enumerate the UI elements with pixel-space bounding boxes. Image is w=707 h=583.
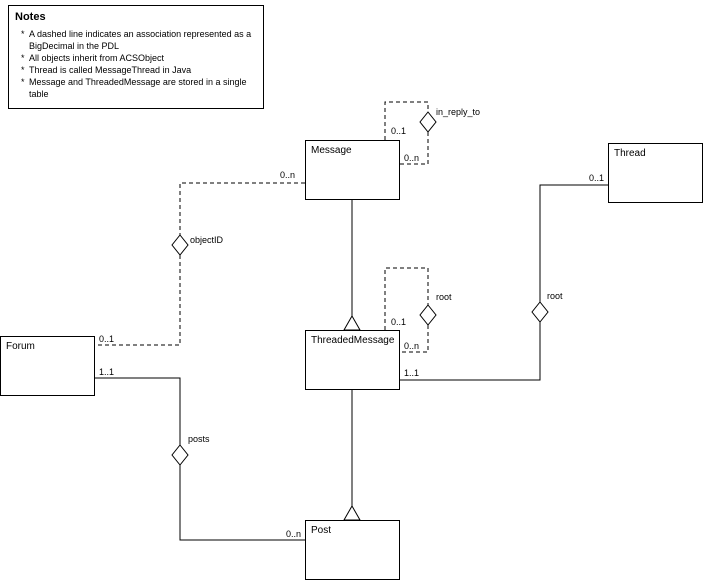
in-reply-to-line-upper <box>384 101 429 140</box>
multiplicity-object-id-message: 0..n <box>280 170 296 180</box>
posts-line-upper <box>95 377 181 445</box>
posts-aggregation-diamond <box>171 444 189 466</box>
note-item: * Thread is called MessageThread in Java <box>21 64 255 76</box>
class-name-threaded-message: ThreadedMessage <box>311 335 395 346</box>
association-label-object-id: objectID <box>190 235 224 245</box>
class-box-thread: Thread <box>608 143 703 203</box>
multiplicity-posts-post: 0..n <box>286 529 302 539</box>
multiplicity-posts-forum: 1..1 <box>99 367 115 377</box>
notes-title: Notes <box>15 11 46 23</box>
posts-line-lower <box>179 465 305 541</box>
multiplicity-in-reply-to-near: 0..1 <box>391 126 407 136</box>
note-item: * A dashed line indicates an association… <box>21 28 255 52</box>
note-text: A dashed line indicates an association r… <box>29 29 252 51</box>
multiplicity-thread-root-threaded-message: 1..1 <box>404 368 420 378</box>
object-id-line-upper <box>179 182 305 235</box>
root-self-aggregation-diamond <box>419 304 437 326</box>
association-label-posts: posts <box>188 434 210 444</box>
multiplicity-object-id-forum: 0..1 <box>99 334 115 344</box>
note-bullet: * <box>21 29 25 39</box>
notes-box: Notes * A dashed line indicates an assoc… <box>8 5 264 109</box>
note-bullet: * <box>21 77 25 87</box>
threadedmessage-generalization-triangle <box>343 314 361 331</box>
association-label-root-self: root <box>436 292 452 302</box>
multiplicity-thread-root-thread: 0..1 <box>589 173 605 183</box>
note-bullet: * <box>21 65 25 75</box>
class-name-post: Post <box>311 525 332 536</box>
class-name-message: Message <box>311 145 352 156</box>
class-box-threaded-message: ThreadedMessage <box>305 330 400 390</box>
object-id-aggregation-diamond <box>171 234 189 256</box>
multiplicity-root-self-near: 0..1 <box>391 317 407 327</box>
root-self-line-lower <box>400 325 429 353</box>
root-self-line-upper <box>384 267 429 330</box>
note-text: Thread is called MessageThread in Java <box>29 65 192 75</box>
multiplicity-root-self-far: 0..n <box>404 341 420 351</box>
thread-root-line-upper <box>539 184 608 302</box>
in-reply-to-aggregation-diamond <box>419 111 437 133</box>
note-text: Message and ThreadedMessage are stored i… <box>29 77 247 99</box>
note-item: * Message and ThreadedMessage are stored… <box>21 76 255 100</box>
class-box-post: Post <box>305 520 400 580</box>
association-label-in-reply-to: in_reply_to <box>436 107 481 117</box>
note-item: * All objects inherit from ACSObject <box>21 52 255 64</box>
post-generalization-triangle <box>343 504 361 521</box>
thread-root-aggregation-diamond <box>531 301 549 323</box>
note-bullet: * <box>21 53 25 63</box>
note-text: All objects inherit from ACSObject <box>29 53 165 63</box>
class-name-forum: Forum <box>6 341 35 352</box>
class-box-message: Message <box>305 140 400 200</box>
class-box-forum: Forum <box>0 336 95 396</box>
class-name-thread: Thread <box>614 148 646 159</box>
thread-root-line-lower <box>400 322 541 381</box>
in-reply-to-line-lower <box>400 132 429 165</box>
object-id-line-lower <box>95 255 181 346</box>
multiplicity-in-reply-to-far: 0..n <box>404 153 420 163</box>
association-label-thread-root: root <box>547 291 563 301</box>
